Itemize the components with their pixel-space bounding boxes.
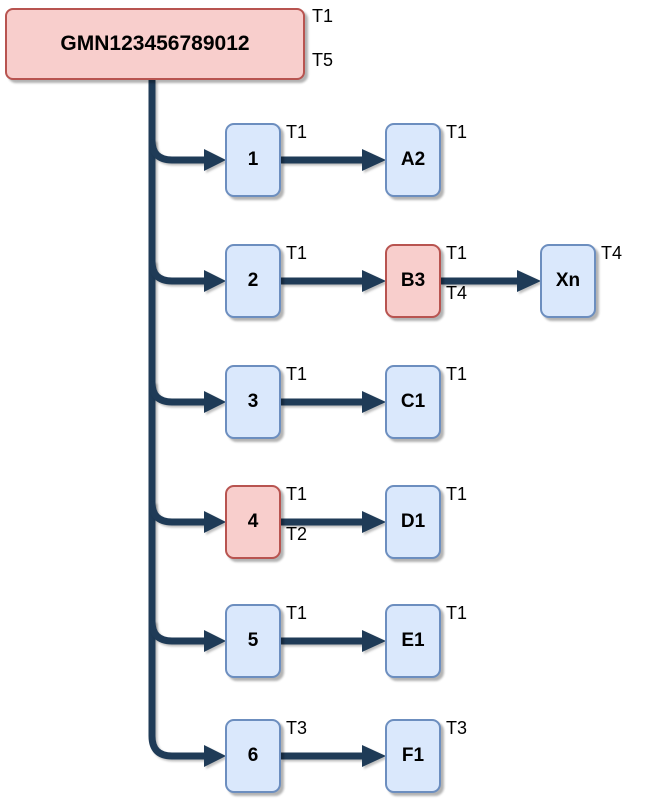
arrowhead xyxy=(362,270,386,292)
arrowhead xyxy=(204,630,226,652)
node-4[interactable]: 4 xyxy=(225,485,281,559)
tag-label: T3 xyxy=(286,718,308,738)
node-3[interactable]: 3 xyxy=(225,365,281,439)
arrowhead xyxy=(362,391,386,413)
tag-label: T2 xyxy=(286,524,308,544)
edge-3-C1 xyxy=(281,391,386,413)
edge-2-B3 xyxy=(281,270,386,292)
node-E1[interactable]: E1 xyxy=(385,604,441,678)
tag-label: T1 xyxy=(446,364,468,384)
tag-label: T1 xyxy=(286,484,308,504)
edge-1-A2 xyxy=(281,149,386,171)
edge-branch-row3 xyxy=(148,381,226,413)
tag-label: T1 xyxy=(446,484,468,504)
node-1[interactable]: 1 xyxy=(225,123,281,197)
tag-label: T1 xyxy=(312,6,334,26)
tag-label: T5 xyxy=(312,50,334,70)
node-6[interactable]: 6 xyxy=(225,719,281,793)
node-F1[interactable]: F1 xyxy=(385,719,441,793)
node-D1[interactable]: D1 xyxy=(385,485,441,559)
edge-branch-row4 xyxy=(148,501,226,533)
edge-B3-Xn xyxy=(441,270,541,292)
tag-label: T1 xyxy=(446,122,468,142)
arrowhead xyxy=(204,511,226,533)
tag-label: T1 xyxy=(286,243,308,263)
arrowhead xyxy=(362,630,386,652)
edge-branch-row5 xyxy=(148,620,226,652)
arrowhead xyxy=(362,745,386,767)
node-Xn[interactable]: Xn xyxy=(540,244,596,318)
node-2[interactable]: 2 xyxy=(225,244,281,318)
tag-label: T4 xyxy=(446,283,468,303)
edge-5-E1 xyxy=(281,630,386,652)
arrowhead xyxy=(204,745,226,767)
tag-label: T1 xyxy=(446,603,468,623)
arrowhead xyxy=(362,149,386,171)
arrowhead xyxy=(204,149,226,171)
node-C1[interactable]: C1 xyxy=(385,365,441,439)
tag-label: T1 xyxy=(286,603,308,623)
node-root[interactable]: GMN123456789012 xyxy=(5,8,305,80)
arrowhead xyxy=(362,511,386,533)
edge-branch-row1 xyxy=(148,139,226,171)
tag-label: T3 xyxy=(446,718,468,738)
tag-label: T1 xyxy=(286,364,308,384)
node-B3[interactable]: B3 xyxy=(385,244,441,318)
node-A2[interactable]: A2 xyxy=(385,123,441,197)
arrowhead xyxy=(204,270,226,292)
arrowhead xyxy=(204,391,226,413)
edge-root-trunk xyxy=(148,80,226,767)
tag-label: T1 xyxy=(286,122,308,142)
tag-label: T1 xyxy=(446,243,468,263)
edge-branch-row2 xyxy=(148,260,226,292)
tag-label: T4 xyxy=(601,243,623,263)
edge-4-D1 xyxy=(281,511,386,533)
arrowhead xyxy=(517,270,541,292)
edge-6-F1 xyxy=(281,745,386,767)
node-5[interactable]: 5 xyxy=(225,604,281,678)
